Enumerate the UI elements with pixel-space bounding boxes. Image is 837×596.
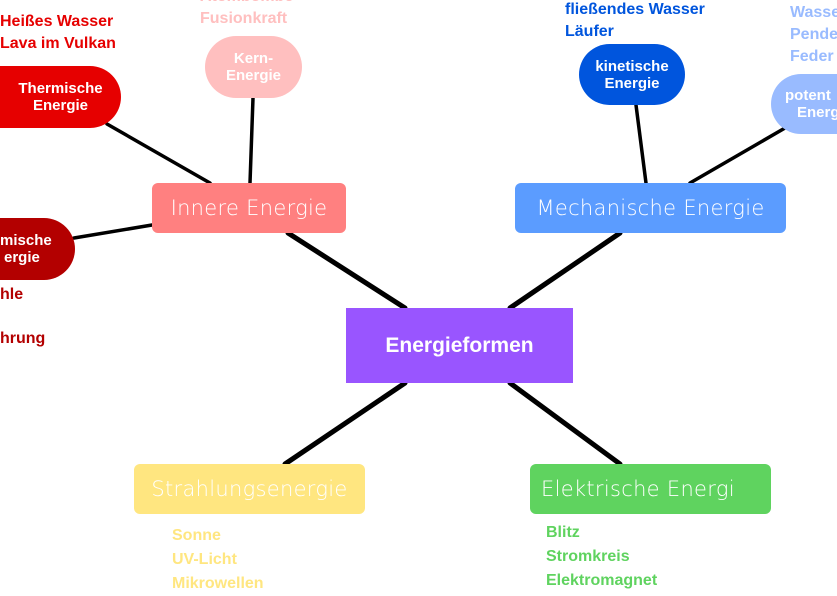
label-line2: Energie: [32, 97, 89, 114]
example-item: Blitz: [546, 524, 580, 541]
node-elektrische-energie[interactable]: Elektrische Energi: [530, 464, 771, 514]
line-innere-thermisch: [105, 122, 212, 185]
example-item: Sonne: [172, 527, 221, 544]
node-thermische-energie[interactable]: Thermische Energie: [0, 66, 121, 128]
node-potentielle-energie[interactable]: potent Energ: [771, 74, 837, 134]
node-chemische-energie[interactable]: mische ergie: [0, 218, 75, 280]
label-line1: mische: [0, 232, 52, 249]
line-mechanisch-potentiell: [688, 126, 787, 185]
node-innere-energie[interactable]: Innere Energie: [152, 183, 346, 233]
line-center-innere: [285, 230, 408, 311]
example-item: Feder: [790, 48, 834, 65]
examples-elektrisch: Blitz Stromkreis Elektromagnet: [546, 521, 657, 593]
label-line2: ergie: [4, 249, 40, 266]
example-item: Pende: [790, 26, 837, 43]
node-kern-energie[interactable]: Kern- Energie: [205, 36, 302, 98]
node-mechanische-energie[interactable]: Mechanische Energie: [515, 183, 786, 233]
label-line2: Energ: [797, 104, 837, 121]
example-item: Atombombe: [200, 0, 293, 8]
examples-thermisch: Heißes Wasser Lava im Vulkan: [0, 11, 116, 55]
node-kinetische-energie[interactable]: kinetische Energie: [579, 44, 685, 105]
example-item: hle: [0, 286, 24, 303]
example-item: Lava im Vulkan: [0, 35, 116, 52]
example-item: Stromkreis: [546, 548, 630, 565]
example-item: Fusionkraft: [200, 10, 288, 27]
example-item: fließendes Wasser: [565, 1, 705, 18]
line-mechanisch-kinetisch: [634, 103, 648, 185]
example-item: Elektromagnet: [546, 572, 658, 589]
examples-strahlung: Sonne UV-Licht Mikrowellen: [172, 524, 264, 596]
examples-chemisch: hle hrung: [0, 284, 45, 350]
example-item: Wasse: [790, 4, 837, 21]
label-line1: Kern-: [233, 50, 274, 67]
example-item: UV-Licht: [172, 551, 237, 568]
label-line2: Energie: [225, 67, 282, 84]
line-center-mechanisch: [507, 230, 623, 311]
line-innere-chemisch: [72, 223, 154, 240]
label-line1: potent: [785, 87, 831, 104]
examples-kern: Atombombe Fusionkraft: [200, 0, 293, 30]
line-center-elektrisch: [507, 380, 623, 467]
example-item: Heißes Wasser: [0, 13, 114, 30]
example-item: Mikrowellen: [172, 575, 264, 592]
example-item: Läufer: [565, 23, 614, 40]
example-item: hrung: [0, 330, 46, 347]
line-innere-kern: [248, 96, 255, 185]
line-center-strahlung: [282, 380, 408, 467]
examples-kinetisch: fließendes Wasser Läufer: [565, 0, 705, 43]
label-line1: kinetische: [595, 57, 669, 75]
center-node[interactable]: Energieformen: [346, 308, 573, 383]
examples-potentiell: Wasse Pende Feder: [790, 2, 837, 68]
label-line2: Energie: [604, 74, 660, 92]
node-strahlungsenergie[interactable]: Strahlungsenergie: [134, 464, 365, 514]
label-line1: Thermische: [18, 80, 103, 97]
